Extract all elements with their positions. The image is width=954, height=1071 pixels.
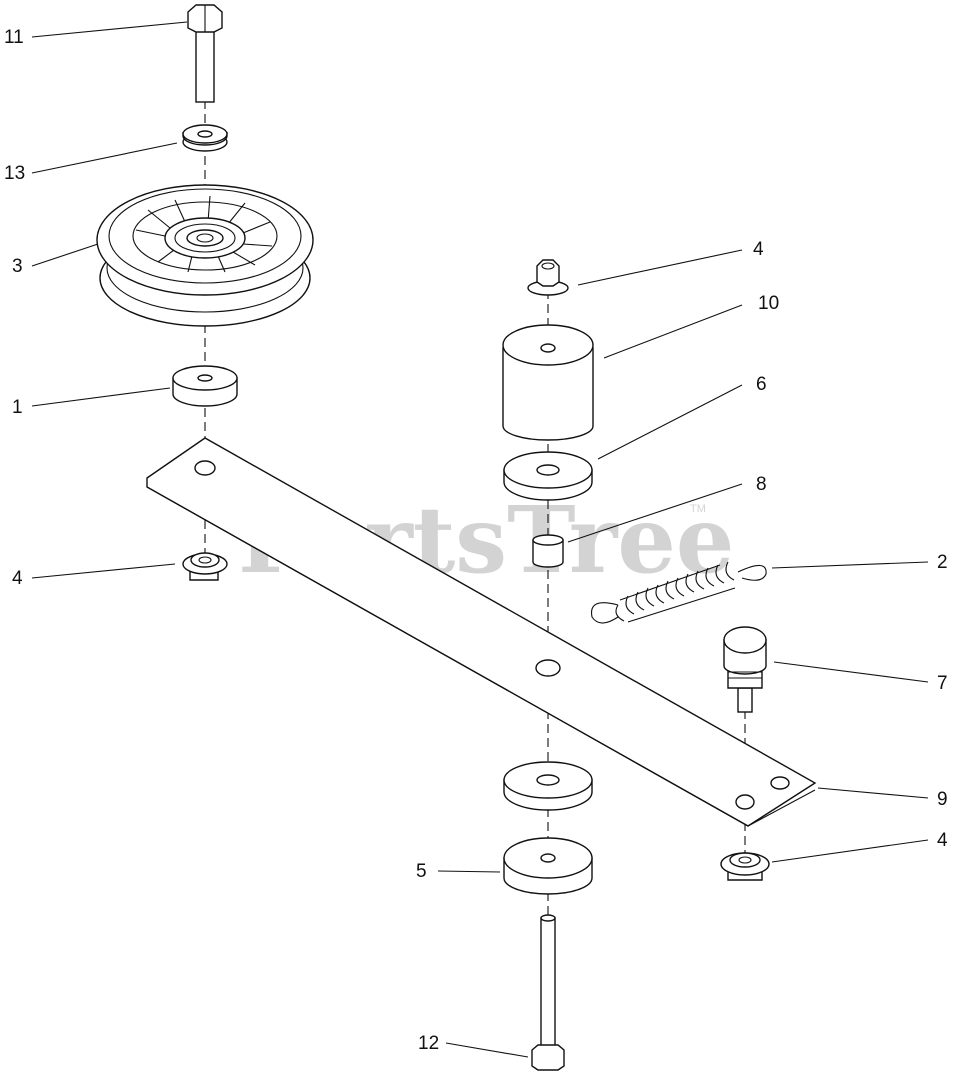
callout-3: 3 (12, 256, 23, 277)
flange-nut-right (720, 852, 770, 881)
pulley-spacer (172, 365, 238, 407)
flange-nut-left (182, 552, 228, 581)
leader-4-left (31, 563, 176, 579)
callout-4-left: 4 (12, 568, 23, 589)
callout-6: 6 (756, 374, 767, 395)
extension-spring (590, 561, 767, 624)
leader-12 (445, 1042, 529, 1058)
leader-3 (31, 243, 99, 267)
leader-8 (567, 483, 743, 543)
leader-10 (603, 304, 743, 359)
leader-9 (817, 787, 929, 799)
bottom-spacer (503, 837, 593, 895)
callout-2: 2 (937, 552, 948, 573)
leader-2 (771, 561, 929, 569)
leader-4-right (771, 839, 929, 863)
lock-nut-top (527, 259, 569, 296)
idler-bracket (146, 437, 817, 827)
large-washer-bottom (503, 761, 593, 811)
callout-7: 7 (937, 673, 948, 694)
callout-5: 5 (416, 861, 427, 882)
top-washer (182, 124, 228, 152)
shoulder-bolt (723, 626, 767, 713)
large-washer-top (503, 451, 593, 501)
callout-11: 11 (4, 27, 24, 48)
callout-13: 13 (4, 163, 25, 184)
bushing (532, 534, 564, 568)
callout-12: 12 (418, 1033, 439, 1054)
leader-7 (773, 661, 929, 683)
idler-pulley (96, 184, 314, 327)
callout-1: 1 (12, 397, 23, 418)
top-bolt (187, 4, 223, 103)
leader-6 (597, 384, 743, 460)
leader-1 (31, 387, 171, 407)
watermark-trademark: TM (690, 503, 706, 515)
leader-13 (31, 142, 178, 174)
callout-4-top: 4 (753, 239, 764, 260)
cylinder-spacer (502, 324, 594, 441)
leader-5 (437, 870, 501, 873)
bottom-bolt (531, 914, 565, 1071)
callout-9: 9 (937, 789, 948, 810)
callout-10: 10 (758, 293, 779, 314)
leader-11 (31, 21, 188, 38)
leader-4-top (577, 249, 743, 286)
callout-4-right: 4 (937, 830, 948, 851)
callout-8: 8 (756, 474, 767, 495)
